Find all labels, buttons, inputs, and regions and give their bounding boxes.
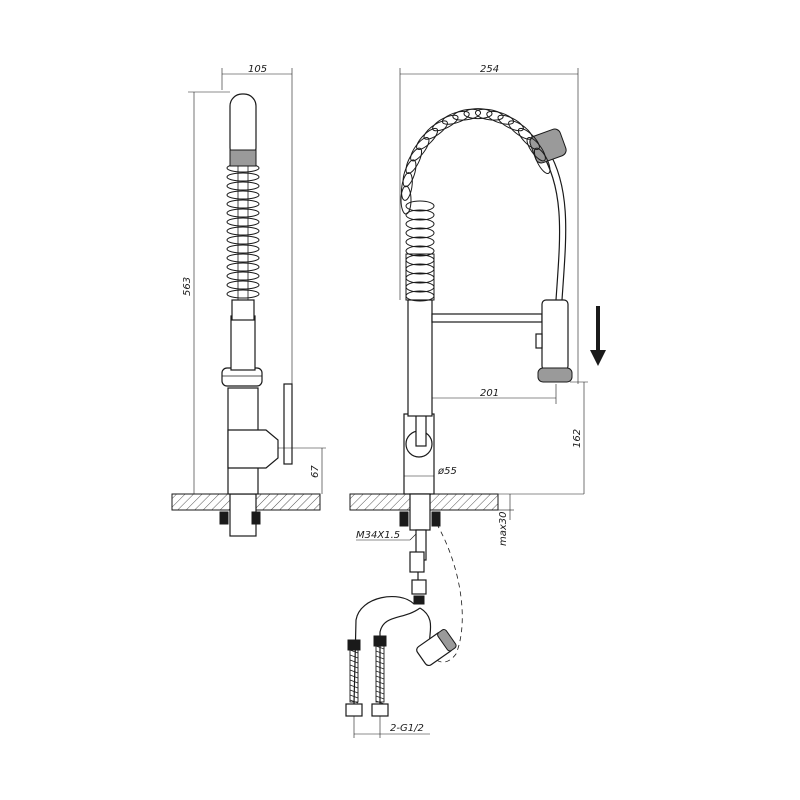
dim-front-width: 254 [480,64,499,75]
spring-coil [486,110,515,125]
supply-fitting-2 [373,635,387,647]
spring-coil [226,226,260,236]
side-spring [226,163,260,321]
under-hose-valve [409,551,425,573]
detached-spray-head [416,629,457,667]
spring-coil [226,208,260,218]
dim-spout-reach: 201 [480,388,499,399]
supply-hose-2 [379,607,421,704]
supply-hose-1 [353,596,415,705]
spring-coil [400,172,413,201]
side-lever-hub [227,429,279,469]
spring-coil [423,120,448,140]
spring-coil [226,217,260,227]
side-tube [230,315,256,371]
front-spray-nozzle [537,367,573,383]
supply-fitting-1 [347,639,361,651]
side-nut-left [219,511,229,525]
spring-coil [402,159,417,188]
spring-coil [452,108,482,121]
front-spray-holder [541,299,569,371]
under-hose-valve-2 [411,579,427,595]
spring-coil [533,147,551,174]
side-spray-tip [229,149,257,167]
supply-nut-1 [345,703,363,717]
dim-spout-height: 162 [572,429,583,448]
side-lever-handle [283,383,293,465]
front-tube [407,299,433,417]
spring-coil [226,289,260,299]
spring-coil [474,108,504,121]
spring-coil [432,114,459,132]
side-nut-right [251,511,261,525]
spring-coil [405,245,435,257]
spring-coil [508,120,533,140]
dim-side-height: 563 [182,277,193,296]
side-view: 105 563 67 [171,64,326,537]
spring-coil [410,136,430,162]
dim-thread: M34X1.5 [356,530,400,541]
supply-nut-2 [371,703,389,717]
front-spring [400,108,551,302]
front-hose-top [539,149,561,301]
front-under-shank [409,493,431,531]
spring-coil [526,136,546,162]
spring-coil [405,147,423,174]
front-top-nozzle [529,128,567,164]
spring-coil [226,235,260,245]
pullout-hose-dashed [427,515,463,663]
dim-counter-max: max30 [498,511,509,546]
spring-coil [405,218,435,230]
spring-coil [441,110,470,125]
front-view: 254 201 162 ø55 M34X1.5 max30 [345,64,606,738]
dim-side-width: 105 [248,64,267,75]
front-holder-arm [431,313,543,323]
spring-coil [463,108,493,120]
dim-hose-connection: 2-G1/2 [390,723,424,734]
spring-coil [416,127,439,150]
spring-coil [226,190,260,200]
dim-body-diameter: ø55 [437,466,457,477]
spring-coil [405,209,435,221]
spring-coil [226,280,260,290]
spring-coil [226,199,260,209]
spring-coil [226,262,260,272]
spring-coil [226,271,260,281]
front-nut-left [399,511,409,527]
spring-coil [405,200,435,212]
side-collar [221,367,263,387]
spring-coil [226,253,260,263]
spring-coil [226,172,260,182]
front-nut-right [431,511,441,527]
spring-coil [226,244,260,254]
dim-side-base: 67 [310,465,321,478]
spring-coil [226,181,260,191]
spring-coil [405,236,435,248]
spring-coil [405,227,435,239]
